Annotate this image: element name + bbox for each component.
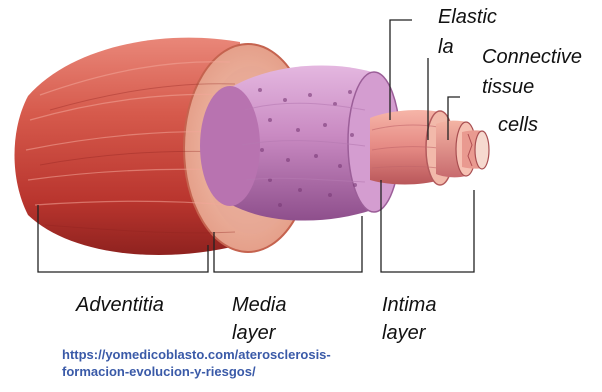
cells-label: cells — [498, 114, 538, 136]
endothelial-cells-tube — [462, 130, 489, 169]
source-link-line2[interactable]: formacion-evolucion-y-riesgos/ — [62, 364, 256, 379]
intima-label-line2: layer — [382, 322, 425, 344]
intima-bracket — [381, 180, 474, 272]
connective-label-line1: Connective — [480, 46, 584, 68]
intima-label-line1: Intima — [382, 294, 436, 316]
source-link-line1[interactable]: https://yomedicoblasto.com/aterosclerosi… — [62, 347, 331, 362]
adventitia-label: Adventitia — [76, 294, 164, 316]
connective-label-line2: tissue — [482, 76, 534, 98]
elastic-label-line2: la — [438, 36, 454, 58]
media-label-line1: Media — [232, 294, 286, 316]
media-label-line2: layer — [232, 322, 275, 344]
elastic-label-line1: Elastic — [438, 6, 497, 28]
